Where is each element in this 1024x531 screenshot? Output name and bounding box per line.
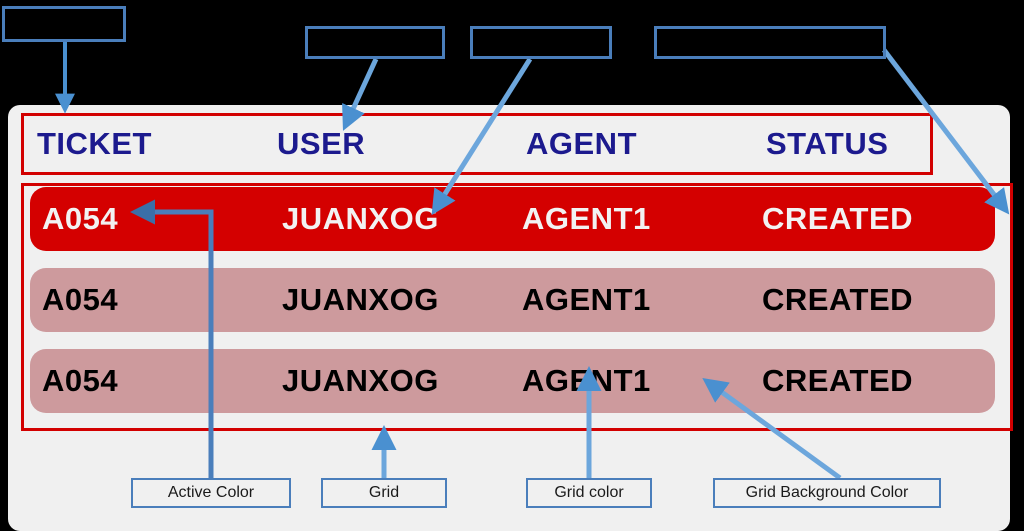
table-row[interactable]: A054 JUANXOG AGENT1 CREATED <box>30 187 995 251</box>
cell-agent: AGENT1 <box>522 282 651 317</box>
legend-grid-background-color[interactable]: Grid Background Color <box>713 478 941 508</box>
cell-user: JUANXOG <box>282 363 439 398</box>
cell-ticket: A054 <box>42 282 119 317</box>
grid-panel: TICKET USER AGENT STATUS A054 JUANXOG AG… <box>8 105 1013 531</box>
cell-status: CREATED <box>762 201 914 236</box>
cell-ticket: A054 <box>42 201 119 236</box>
column-header-user[interactable]: USER <box>277 126 366 161</box>
grid-header-row: TICKET USER AGENT STATUS <box>21 113 933 175</box>
column-header-agent[interactable]: AGENT <box>526 126 637 161</box>
cell-agent: AGENT1 <box>522 201 651 236</box>
cell-status: CREATED <box>762 363 914 398</box>
callout-box-agent[interactable] <box>470 26 612 59</box>
cell-user: JUANXOG <box>282 201 439 236</box>
legend-active-color[interactable]: Active Color <box>131 478 291 508</box>
column-header-status[interactable]: STATUS <box>766 126 889 161</box>
cell-user: JUANXOG <box>282 282 439 317</box>
cell-status: CREATED <box>762 282 914 317</box>
legend-grid[interactable]: Grid <box>321 478 447 508</box>
callout-box-ticket[interactable] <box>2 6 126 42</box>
column-header-ticket[interactable]: TICKET <box>37 126 152 161</box>
legend-grid-color[interactable]: Grid color <box>526 478 652 508</box>
table-row[interactable]: A054 JUANXOG AGENT1 CREATED <box>30 349 995 413</box>
table-row[interactable]: A054 JUANXOG AGENT1 CREATED <box>30 268 995 332</box>
cell-ticket: A054 <box>42 363 119 398</box>
callout-box-status[interactable] <box>654 26 886 59</box>
cell-agent: AGENT1 <box>522 363 651 398</box>
callout-box-user[interactable] <box>305 26 445 59</box>
